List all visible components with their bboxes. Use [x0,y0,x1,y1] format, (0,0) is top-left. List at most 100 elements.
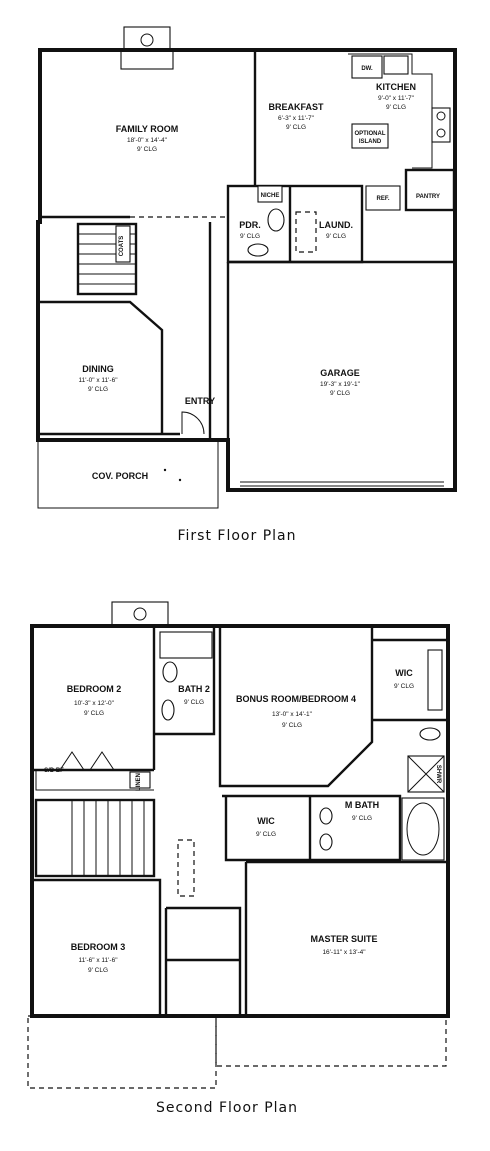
shower-icon [407,755,445,793]
kitchen-clg: 9' CLG [386,104,406,111]
chimney [111,601,169,627]
laund-label: LAUND. [319,220,353,230]
breakfast-size: 6'-3" x 11'-7" [278,115,315,122]
optional-island-label: OPTIONAL [355,131,386,137]
first-floor-below-porch [27,1015,217,1089]
stair-treads-2 [71,800,145,876]
pdr-sink-icon [267,208,285,232]
dining-clg: 9' CLG [88,386,108,393]
laund-clg: 9' CLG [326,233,346,240]
dishwasher-label: DW. [361,66,373,72]
family-room-size: 18'-0" x 14'-4" [127,137,168,144]
pdr-toilet-icon [247,243,269,257]
refrigerator-label: REF. [376,196,389,202]
first-floor-stairs [76,222,138,296]
mbath-toilet-icon [419,727,441,741]
mbath-tub [401,797,445,861]
second-floor-plan: BEDROOM 2 10'-3" x 12'-0" 9' CLG S/D BF … [27,601,450,1116]
wic-top-shelf [427,649,443,711]
optional-island [351,123,389,149]
pdr-laund-block [226,184,364,264]
garage-label: GARAGE [320,368,360,378]
mbath-clg: 9' CLG [352,815,372,822]
dining-label: DINING [82,364,114,374]
first-floor-exterior-wall [36,48,457,492]
bath2-label: BATH 2 [178,684,210,694]
bedroom3-wall [32,878,162,1016]
dining-wall [40,300,180,436]
coats-closet [115,225,131,263]
kitchen-sink [383,55,409,75]
bonus-room-label: BONUS ROOM/BEDROOM 4 [236,694,356,704]
washer-dryer [295,211,317,253]
pantry-wall [404,168,456,212]
wic-top-wall [372,638,448,722]
porch-column-dot [178,478,182,482]
closet-block [164,906,242,1016]
shower-label: SHWR [435,765,441,784]
coats-label: COATS [119,236,125,257]
cov-porch [37,439,219,509]
first-floor-plan: FAMILY ROOM 18'-0" x 14'-4" 9' CLG BREAK… [36,26,457,544]
niche-label: NICHE [261,193,280,199]
niche [257,185,283,203]
garage-size: 19'-3" x 19'-1" [320,381,361,388]
bonus-room-size: 13'-0" x 14'-1" [272,711,313,718]
wic-top-clg: 9' CLG [394,683,414,690]
burner-icon [436,111,446,121]
kitchen-label: KITCHEN [376,82,416,92]
breakfast-clg: 9' CLG [286,124,306,131]
fireplace-chimney [123,26,171,52]
fireplace-hearth [120,50,174,70]
bedroom2-size: 10'-3" x 12'-0" [74,700,115,707]
bonus-room-wall [218,626,374,788]
cooktop [431,107,451,143]
linen-closet [129,771,151,789]
master-suite-label: MASTER SUITE [310,934,377,944]
bedroom2-clg: 9' CLG [84,710,104,717]
bedroom3-clg: 9' CLG [88,967,108,974]
bath2-wall [154,626,216,736]
bedroom3-size: 11'-6" x 11'-6" [78,957,118,964]
fireplace-icon [140,33,154,47]
second-floor-stairs [34,798,156,878]
bedroom2-closet [35,751,154,791]
bath2-toilet-icon [162,661,178,683]
linen-label: LINEN [136,773,142,791]
bath2-sink-icon [161,699,175,721]
first-floor-below-garage [215,1015,447,1067]
attic-access [177,839,195,897]
chimney-icon [133,607,147,621]
bath2-clg: 9' CLG [184,699,204,706]
mbath-sink-icon [319,833,333,851]
bedroom2-label: BEDROOM 2 [67,684,122,694]
porch-column-dot [163,468,167,472]
master-suite-size: 16'-11" x 13'-4" [322,949,366,956]
kitchen-size: 9'-0" x 11'-7" [378,95,415,102]
mbath-sink-icon [319,807,333,825]
garage-clg: 9' CLG [330,390,350,397]
cov-porch-label: COV. PORCH [92,471,148,481]
master-suite-wall [244,860,448,1016]
kitchen-counter [348,53,433,169]
wic-mid-label: WIC [257,816,275,826]
mbath-label: M BATH [345,800,379,810]
family-room-clg: 9' CLG [137,146,157,153]
pdr-label: PDR. [239,220,261,230]
second-floor-title: Second Floor Plan [156,1100,298,1116]
entry-label: ENTRY [185,396,215,406]
bedroom2-wall [32,626,156,772]
bonus-room-clg: 9' CLG [282,722,302,729]
dining-size: 11'-0" x 11'-6" [78,377,118,384]
burner-icon [436,128,446,138]
entry-door [181,411,205,435]
bedroom3-label: BEDROOM 3 [71,942,126,952]
breakfast-label: BREAKFAST [268,102,324,112]
second-floor-exterior-wall [30,624,450,1018]
island-label: ISLAND [359,139,382,145]
dishwasher [351,55,383,79]
shelf-label: S/D BF [44,768,64,774]
wic-top-label: WIC [395,668,413,678]
pantry-label: PANTRY [416,194,440,200]
